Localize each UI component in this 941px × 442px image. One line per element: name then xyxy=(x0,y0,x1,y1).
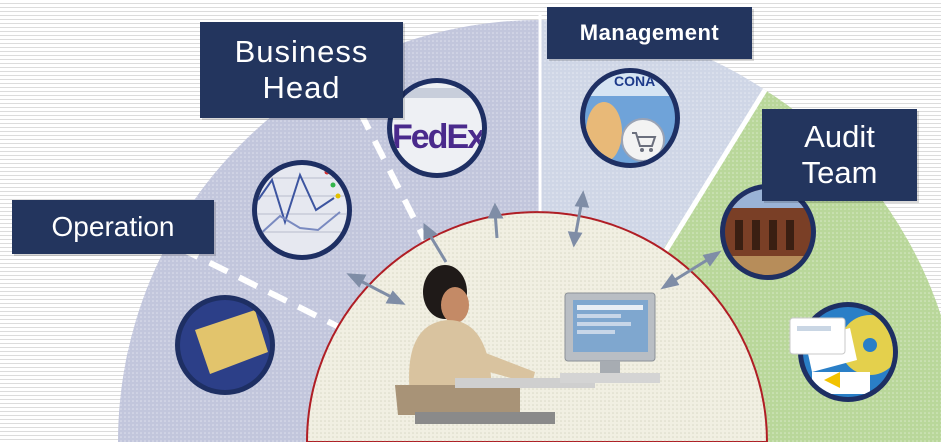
audit-team-text: Audit Team xyxy=(801,119,878,190)
business-head-text: Business Head xyxy=(234,34,369,105)
divider-management-audit xyxy=(657,88,768,262)
management-text: Management xyxy=(579,20,720,46)
shopping-cart-icon: CONA xyxy=(580,68,680,168)
fedex-logo-text: FedEx xyxy=(392,118,486,156)
person-at-computer-icon xyxy=(395,265,660,424)
operation-text: Operation xyxy=(51,210,175,242)
flow-arrows xyxy=(346,190,722,305)
audit-team-label: Audit Team xyxy=(762,109,917,201)
line-chart-document-icon xyxy=(252,160,352,260)
operation-label: Operation xyxy=(12,200,214,254)
management-label: Management xyxy=(547,7,752,59)
business-head-label: Business Head xyxy=(200,22,403,118)
conax-logo-text: CONA xyxy=(614,73,655,89)
fedex-logo-icon: FedEx xyxy=(387,78,487,178)
credit-card-icon xyxy=(175,295,275,395)
